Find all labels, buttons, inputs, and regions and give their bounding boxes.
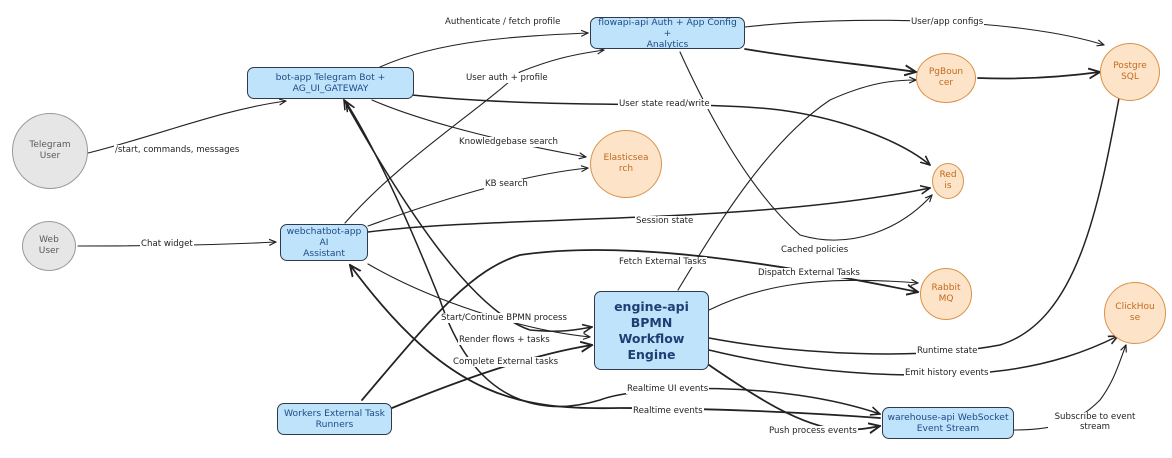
edge-flowapi-pgbouncer <box>744 48 916 72</box>
edge-dispatch <box>708 280 918 311</box>
edge-authenticate <box>379 33 588 68</box>
label-fetch-external: Fetch External Tasks <box>618 257 708 267</box>
label-cached-policies: Cached policies <box>780 245 850 255</box>
engine-label: engine-api BPMN Workflow Engine <box>614 298 689 362</box>
edge-runtime-state <box>708 82 1122 355</box>
webchatbot-node[interactable]: webchatbot-app AI Assistant <box>280 224 368 261</box>
edge-push-process <box>708 364 880 430</box>
label-kb-search: KB search <box>484 179 529 189</box>
web-user: Web User <box>22 221 76 271</box>
elasticsearch-node[interactable]: Elasticsea rch <box>590 130 662 198</box>
label-emit-history: Emit history events <box>904 368 990 378</box>
edge-realtime-events <box>350 265 881 419</box>
label-session-state: Session state <box>635 216 695 226</box>
workers-label: Workers External Task Runners <box>284 408 385 430</box>
postgres-label: Postgre SQL <box>1113 61 1147 82</box>
postgres-node[interactable]: Postgre SQL <box>1100 43 1160 101</box>
edge-subscribe <box>1013 345 1126 431</box>
label-user-auth-profile: User auth + profile <box>465 73 549 83</box>
elasticsearch-label: Elasticsea rch <box>603 153 649 174</box>
redis-node[interactable]: Red is <box>932 163 964 199</box>
label-kb-long: Knowledgebase search <box>458 137 560 147</box>
edge-start-commands <box>87 101 286 154</box>
telegram-user: Telegram User <box>12 113 88 189</box>
label-runtime-state: Runtime state <box>916 346 979 356</box>
bot-app-node[interactable]: bot-app Telegram Bot + AG_UI_GATEWAY <box>247 67 414 99</box>
flowapi-label: flowapi-api Auth + App Config + Analytic… <box>598 16 737 50</box>
bot-app-label: bot-app Telegram Bot + AG_UI_GATEWAY <box>275 72 386 94</box>
edge-cached-policies <box>679 51 932 241</box>
edge-start-continue <box>344 100 592 331</box>
label-complete-external: Complete External tasks <box>452 357 560 367</box>
web-user-label: Web User <box>38 235 60 256</box>
edge-kb-long <box>371 99 586 157</box>
engine-node[interactable]: engine-api BPMN Workflow Engine <box>594 291 709 370</box>
warehouse-node[interactable]: warehouse-api WebSocket Event Stream <box>882 407 1014 439</box>
edge-kb-search <box>367 168 588 227</box>
label-authenticate: Authenticate / fetch profile <box>444 17 562 27</box>
rabbitmq-label: Rabbit MQ <box>931 283 961 304</box>
webchatbot-label: webchatbot-app AI Assistant <box>286 226 362 259</box>
label-subscribe: Subscribe to event stream <box>1048 412 1142 432</box>
flowapi-node[interactable]: flowapi-api Auth + App Config + Analytic… <box>590 16 745 50</box>
label-render-flows: Render flows + tasks <box>458 335 551 345</box>
edge-complete-external <box>391 345 592 409</box>
label-user-app-configs: User/app configs <box>910 17 985 27</box>
clickhouse-label: ClickHou se <box>1115 302 1155 323</box>
clickhouse-node[interactable]: ClickHou se <box>1104 282 1166 344</box>
rabbitmq-node[interactable]: Rabbit MQ <box>920 268 972 320</box>
label-push-process: Push process events <box>768 426 858 436</box>
label-realtime-events: Realtime events <box>632 406 704 416</box>
pgbouncer-label: PgBoun cer <box>928 67 964 88</box>
label-user-state: User state read/write <box>618 99 711 109</box>
telegram-user-label: Telegram User <box>29 140 71 161</box>
pgbouncer-node[interactable]: PgBoun cer <box>916 53 976 103</box>
label-realtime-ui: Realtime UI events <box>626 384 710 394</box>
label-dispatch-external: Dispatch External Tasks <box>757 268 861 278</box>
label-start-commands: /start, commands, messages <box>114 145 241 155</box>
redis-label: Red is <box>939 170 957 191</box>
label-start-continue: Start/Continue BPMN process <box>440 313 568 323</box>
warehouse-label: warehouse-api WebSocket Event Stream <box>887 412 1009 434</box>
workers-node[interactable]: Workers External Task Runners <box>277 403 392 435</box>
edge-pgbouncer-postgres <box>977 72 1100 80</box>
label-chat-widget: Chat widget <box>140 239 194 249</box>
